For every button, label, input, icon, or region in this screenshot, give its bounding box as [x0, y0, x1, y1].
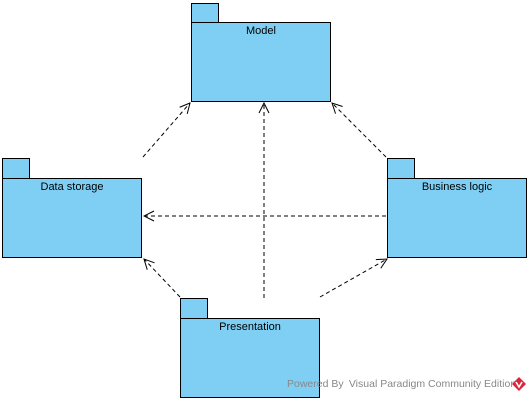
package-model[interactable]: Model: [191, 3, 331, 102]
logo-mark: [515, 381, 523, 389]
package-name: Data storage: [41, 181, 104, 193]
package-tab: [2, 158, 30, 179]
package-name: Model: [246, 25, 276, 37]
package-body: [2, 178, 142, 258]
package-body: [180, 318, 320, 398]
dependency-business-logic-to-model[interactable]: [332, 103, 387, 158]
logo-diamond: [512, 377, 526, 391]
dependency-presentation-to-data-storage[interactable]: [144, 259, 181, 298]
package-tab: [387, 158, 415, 179]
package-tab: [180, 298, 208, 319]
watermark-text: Powered By Visual Paradigm Community Edi…: [287, 378, 517, 390]
package-name: Presentation: [219, 321, 281, 333]
package-body: [191, 22, 331, 102]
package-business-logic[interactable]: Business logic: [387, 158, 527, 258]
dependency-data-storage-to-model[interactable]: [142, 103, 190, 158]
package-body: [387, 178, 527, 258]
dependency-presentation-to-business-logic[interactable]: [319, 259, 387, 298]
package-presentation[interactable]: Presentation: [180, 298, 320, 398]
package-tab: [191, 3, 219, 23]
dependency-layer: [142, 103, 387, 298]
package-name: Business logic: [422, 181, 493, 193]
visual-paradigm-logo-icon: [512, 377, 526, 391]
package-data-storage[interactable]: Data storage: [2, 158, 142, 258]
